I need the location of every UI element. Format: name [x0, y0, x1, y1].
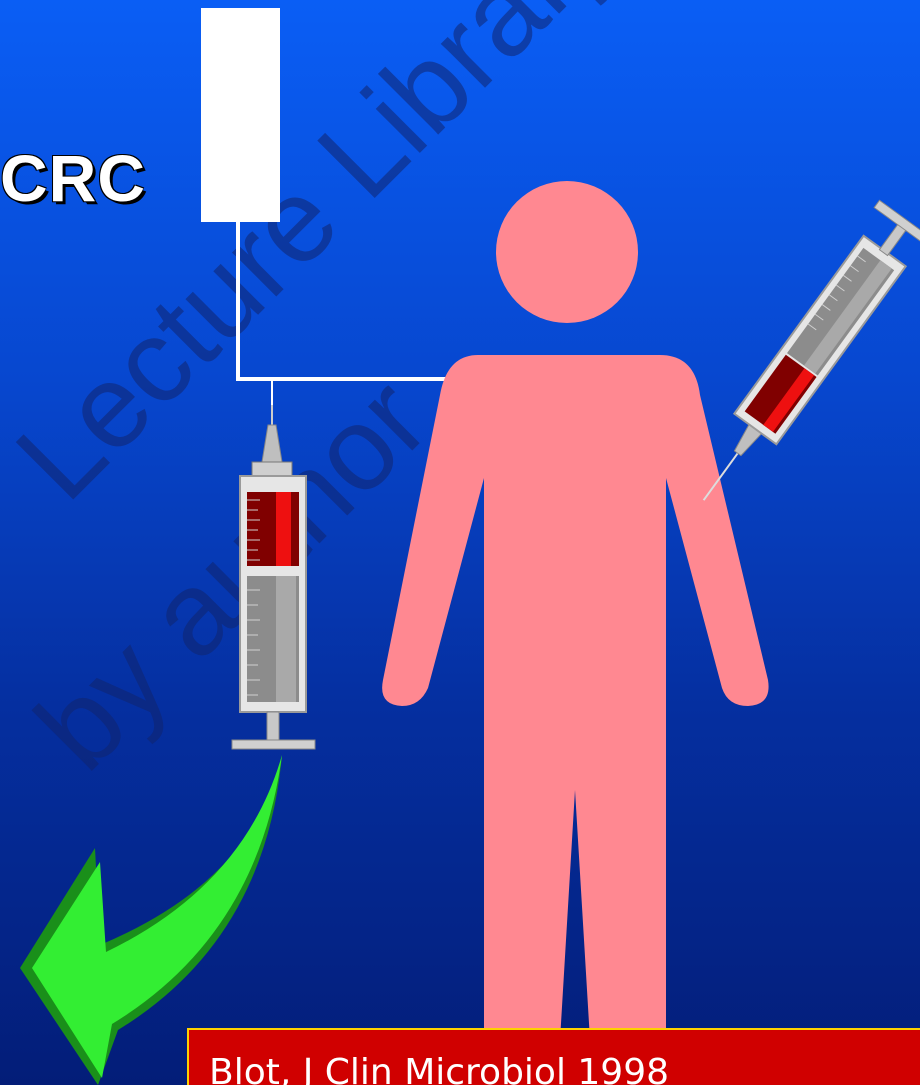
- person-icon: [382, 181, 768, 1040]
- catheter-hub: [201, 8, 280, 222]
- citation-box: Blot, J Clin Microbiol 1998: [187, 1028, 920, 1085]
- crc-label: CRC: [0, 140, 146, 216]
- syringe-catheter-icon: [232, 405, 315, 749]
- citation-text: Blot, J Clin Microbiol 1998: [209, 1052, 669, 1085]
